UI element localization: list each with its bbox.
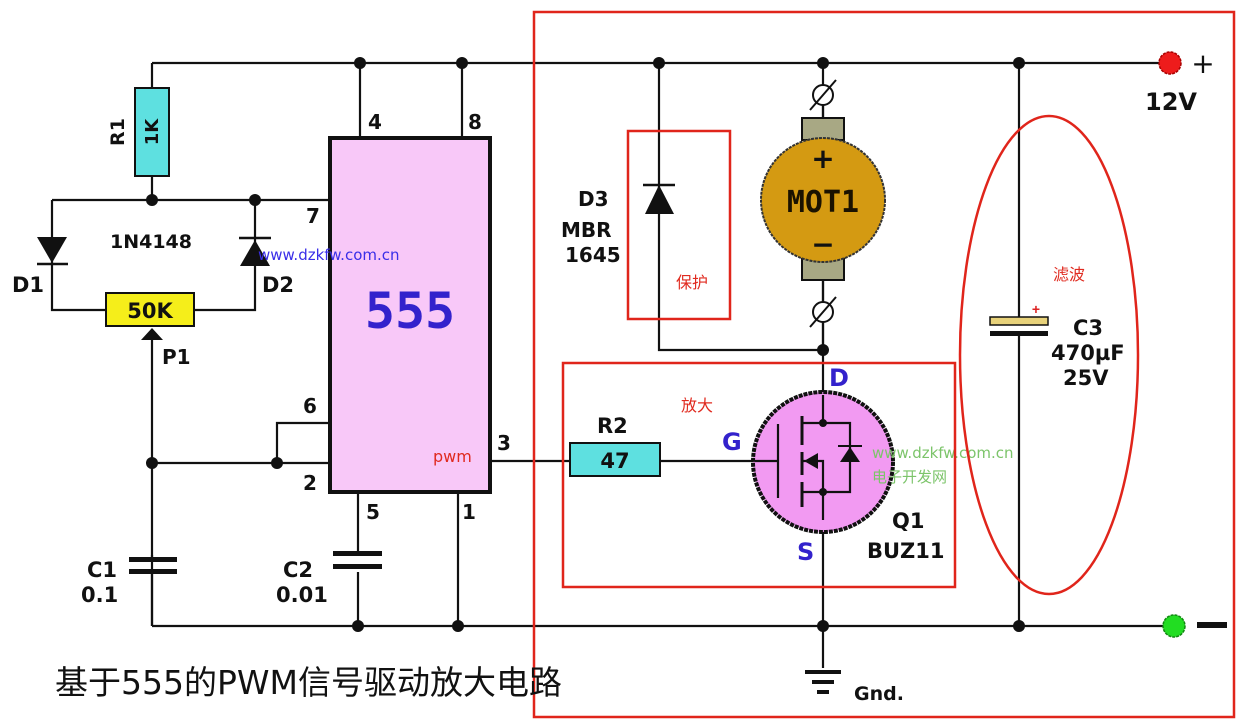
supply-negative-terminal: [1162, 614, 1227, 638]
p1-ref: P1: [162, 345, 191, 369]
r2-value: 47: [600, 449, 629, 473]
trigger-threshold-wire: [152, 421, 330, 465]
d3-part-line1: MBR: [561, 218, 612, 242]
wires: [50, 61, 1165, 668]
ic-name: 555: [365, 282, 455, 340]
filter-ellipse: [958, 114, 1140, 596]
r2-ref: R2: [597, 414, 628, 438]
diode-d1: D1: [12, 237, 68, 297]
diode-bridge-wire: [50, 198, 330, 312]
pin-7-label: 7: [306, 204, 320, 228]
q1-part: BUZ11: [867, 539, 945, 563]
drain-label: D: [829, 364, 849, 392]
motor-ref: MOT1: [787, 185, 859, 220]
c3-voltage: 25V: [1063, 366, 1109, 390]
pin-1-label: 1: [462, 500, 476, 524]
motor-plus: +: [811, 142, 834, 175]
ground-symbol: Gnd.: [805, 670, 904, 705]
pin-6-label: 6: [303, 394, 317, 418]
d1-ref: D1: [12, 273, 44, 297]
pin-4-label: 4: [368, 110, 382, 134]
diode-d3: D3 MBR 1645: [561, 183, 675, 267]
watermark-green-cn: 电子开发网: [872, 468, 947, 486]
diode-d2: D2: [239, 236, 294, 297]
junction-dots: [146, 57, 1025, 632]
pin5-pin1-wire: [356, 492, 460, 626]
c2-ref: C2: [283, 558, 313, 582]
c3-polarity: +: [1032, 301, 1040, 317]
mosfet-q1: G D S Q1 BUZ11: [722, 364, 945, 566]
supply-positive-terminal: + 12V: [1145, 47, 1215, 116]
protection-label: 保护: [676, 273, 708, 292]
ground-label: Gnd.: [854, 683, 904, 705]
d3-ref: D3: [578, 187, 609, 211]
r1-value: 1K: [142, 118, 163, 146]
ic-555: 555 4 8 7 6 2 3 5 1 pwm: [303, 110, 511, 524]
watermark-green: www.dzkfw.com.cn: [872, 444, 1014, 462]
amplify-box: [561, 361, 957, 589]
motor-mot1: + MOT1 −: [760, 79, 886, 350]
pwm-annotation: pwm: [433, 447, 472, 466]
filter-label: 滤波: [1053, 265, 1085, 284]
c1-ref: C1: [87, 558, 117, 582]
capacitor-c1: C1 0.1: [81, 555, 177, 626]
c2-value: 0.01: [276, 583, 328, 607]
r1-ref: R1: [107, 118, 129, 146]
d3-wire: [657, 63, 823, 352]
output-stage-box: [532, 10, 1236, 719]
c1-value: 0.1: [81, 583, 118, 607]
motor-minus: −: [811, 228, 834, 261]
diode-part-label: 1N4148: [110, 231, 192, 253]
supply-voltage: 12V: [1145, 88, 1197, 116]
q1-ref: Q1: [892, 509, 924, 533]
pin-3-label: 3: [497, 431, 511, 455]
pin-2-label: 2: [303, 471, 317, 495]
amplify-label: 放大: [681, 396, 713, 415]
d2-ref: D2: [262, 273, 294, 297]
pin-8-label: 8: [468, 110, 482, 134]
source-label: S: [797, 538, 814, 566]
d3-part-line2: 1645: [565, 243, 621, 267]
protection-box: [626, 129, 732, 321]
c3-ref: C3: [1073, 316, 1103, 340]
positive-sign: +: [1191, 47, 1214, 80]
watermark-blue: www.dzkfw.com.cn: [258, 246, 400, 264]
resistor-r1: 1K R1: [107, 87, 170, 177]
c3-value: 470µF: [1051, 341, 1125, 365]
capacitor-c3: + C3 470µF 25V: [989, 301, 1125, 390]
capacitor-c2: C2 0.01: [276, 551, 382, 607]
negative-sign: [1197, 622, 1227, 628]
pin-5-label: 5: [366, 500, 380, 524]
p1-value: 50K: [127, 299, 173, 323]
gate-label: G: [722, 428, 742, 456]
resistor-r2: 47 R2: [569, 414, 661, 477]
diagram-caption: 基于555的PWM信号驱动放大电路: [55, 663, 562, 702]
potentiometer-p1: 50K P1: [105, 292, 195, 369]
pin4-pin8-wire: [358, 63, 464, 138]
